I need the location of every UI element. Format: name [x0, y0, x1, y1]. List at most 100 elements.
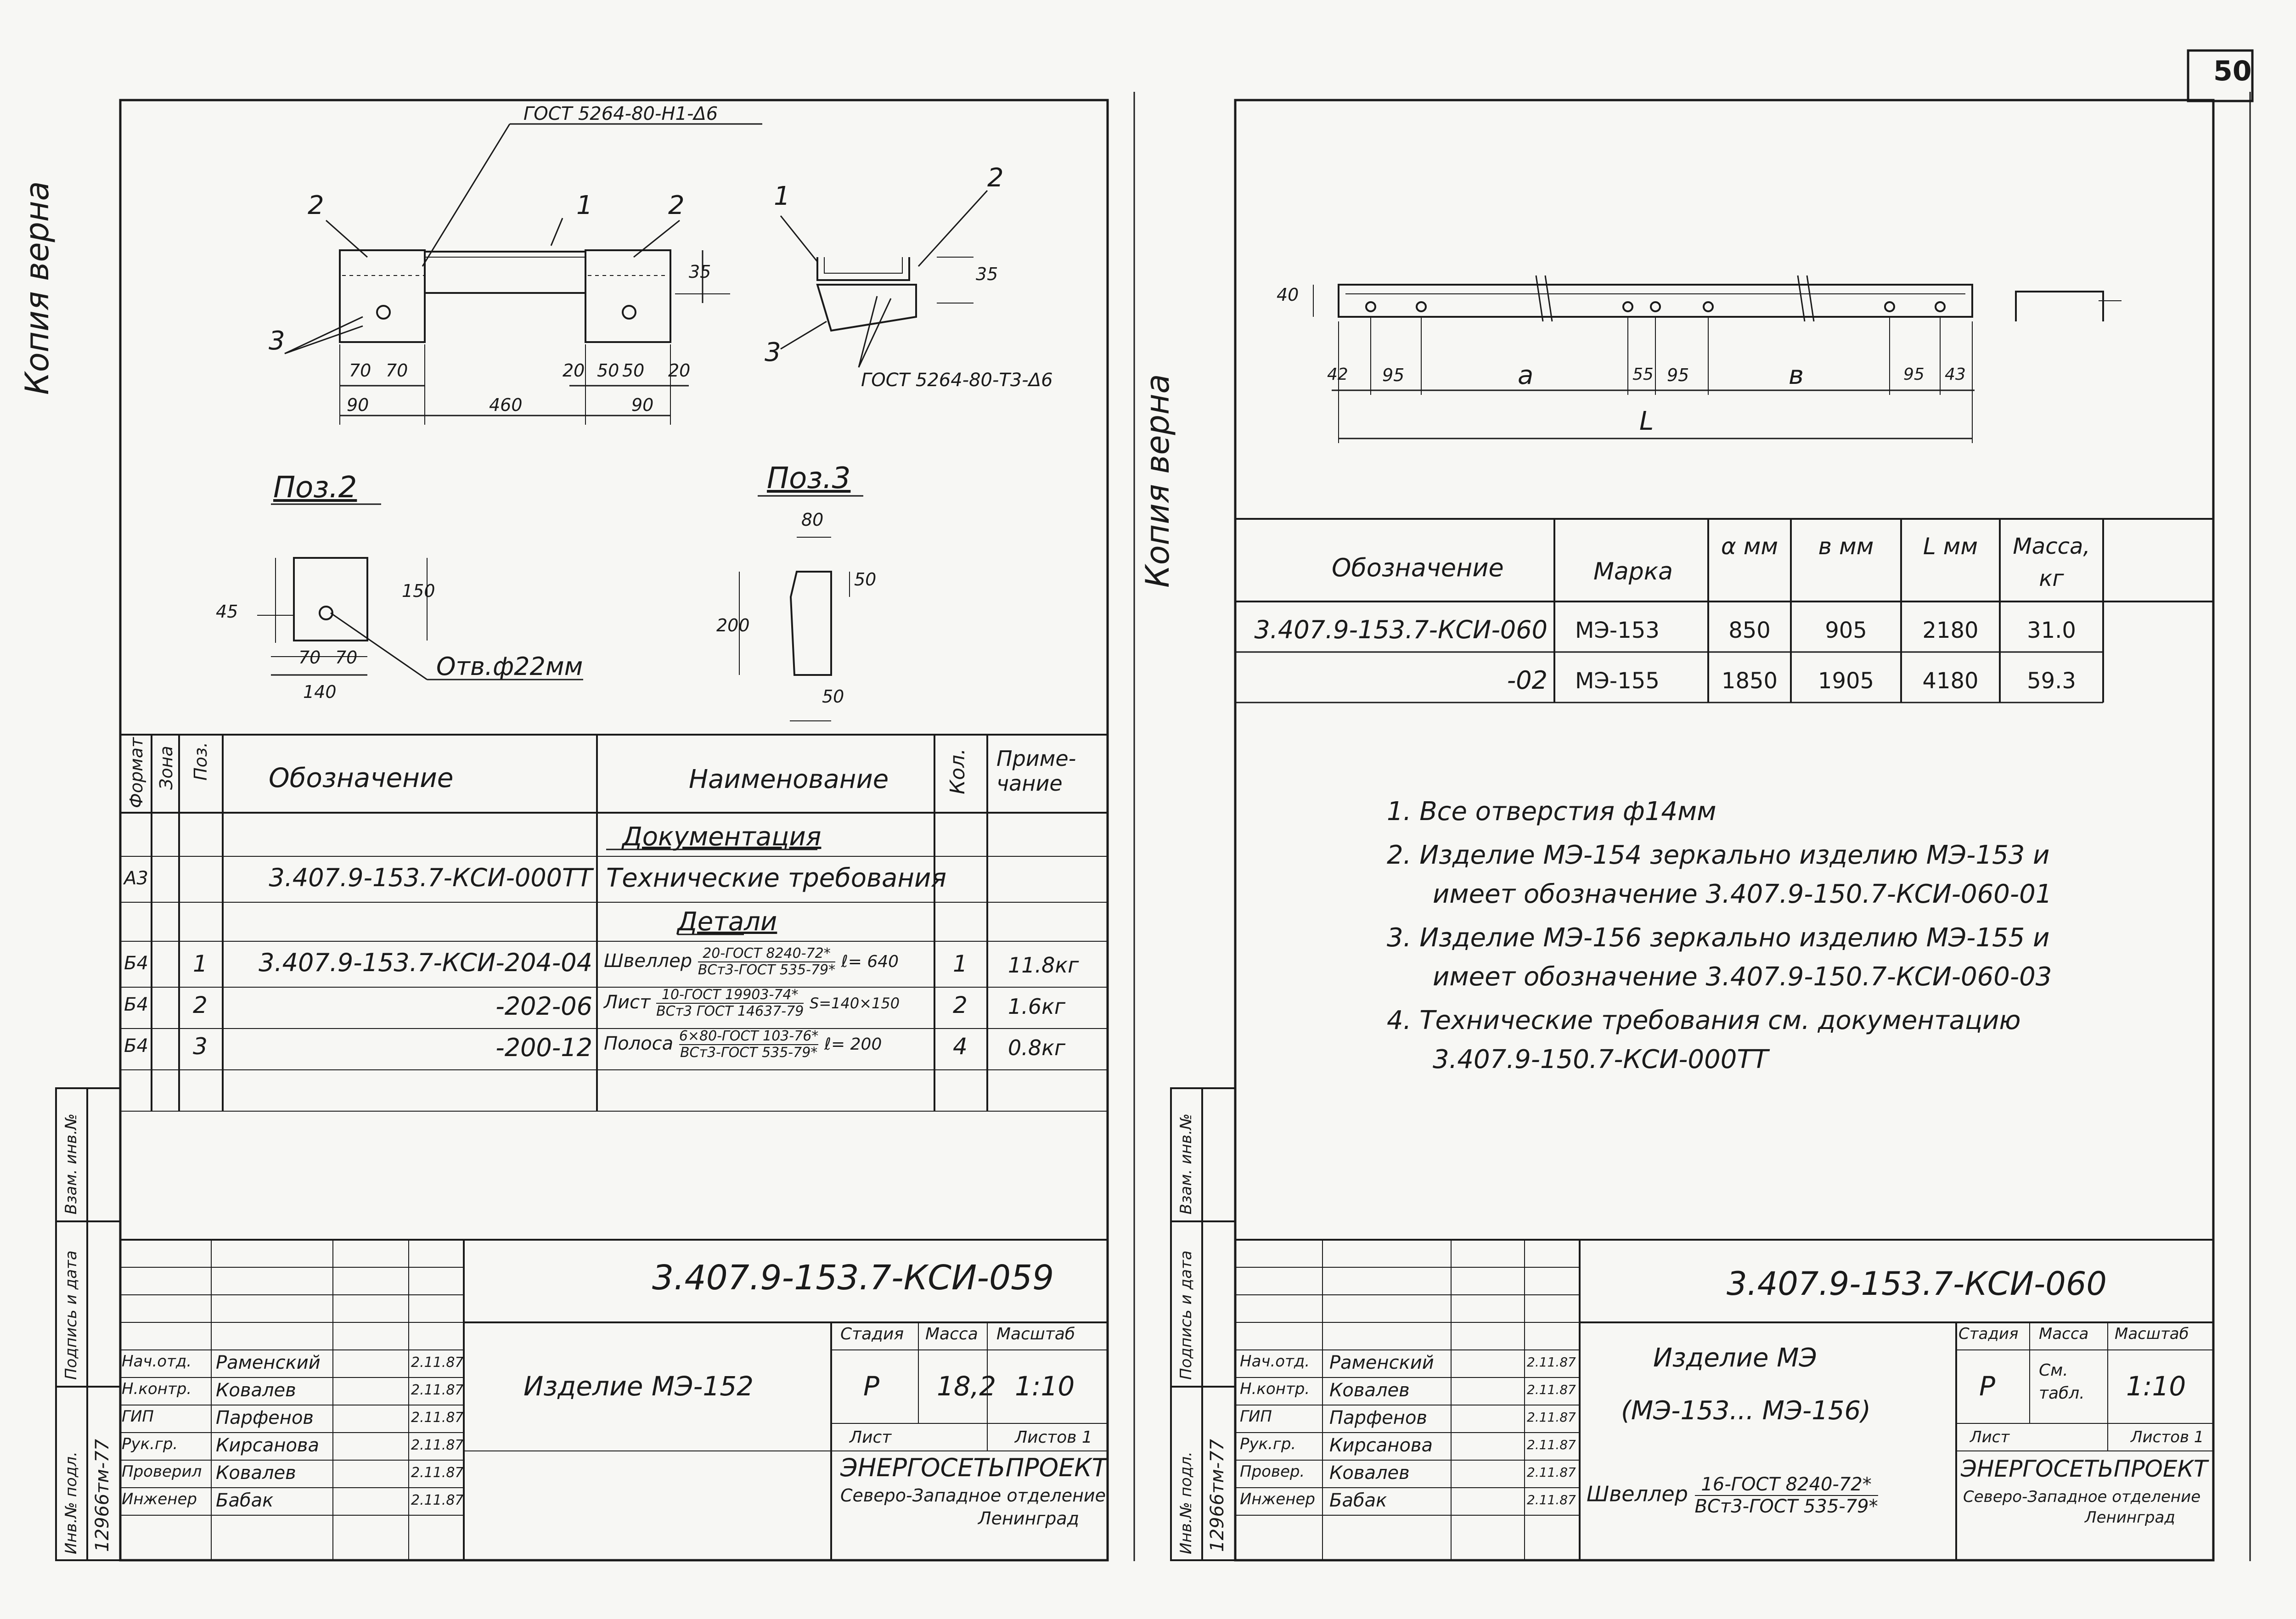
right-note: 2. Изделие МЭ-154 зеркально изделию МЭ-1…	[1387, 840, 2050, 870]
left-pos-label: 2	[308, 191, 324, 220]
right-material-steel: ВСт3-ГОСТ 535-79*	[1694, 1496, 1878, 1517]
right-dim: 40	[1277, 285, 1299, 305]
spec-row-name: Полоса	[604, 1033, 674, 1054]
poz3-dim: 50	[854, 569, 877, 590]
right-note: 3. Изделие МЭ-156 зеркально изделию МЭ-1…	[1387, 923, 2050, 953]
right-signer: Ковалев	[1329, 1462, 1410, 1484]
spec-header-format: Формат	[126, 737, 146, 808]
left-signer: Бабак	[216, 1490, 274, 1511]
spec-row-format: Б4	[124, 994, 148, 1015]
left-dim: 70	[386, 360, 408, 381]
left-doc-code: 3.407.9-153.7-КСИ-059	[652, 1258, 1054, 1298]
right-dim-L: L	[1639, 406, 1654, 436]
right-signer: Парфенов	[1329, 1407, 1427, 1428]
spec-row-item: Полоса 6×80-ГОСТ 103-76*ВСт3-ГОСТ 535-79…	[604, 1029, 882, 1061]
right-sign-date: 2.11.87	[1527, 1382, 1576, 1397]
right-material-spec: 16-ГОСТ 8240-72*ВСт3-ГОСТ 535-79*	[1694, 1474, 1878, 1517]
right-table-cell: МЭ-153	[1575, 618, 1660, 643]
spec-header-note: Приме-чание	[996, 746, 1076, 796]
poz3-dim: 80	[801, 510, 824, 530]
right-note: 4. Технические требования см. документац…	[1387, 1006, 2021, 1035]
spec-row-format: Б4	[124, 1035, 148, 1057]
right-side-replace-label: Взам. инв.№	[1177, 1113, 1195, 1214]
left-copy-stamp: Копия верна	[18, 181, 56, 395]
right-table-header-mass: Масса, кг	[2013, 534, 2090, 591]
right-dim: 95	[1903, 365, 1925, 384]
right-table-header-mark: Марка	[1593, 558, 1673, 585]
right-sign-date: 2.11.87	[1527, 1355, 1576, 1370]
left-poz2-title: Поз.2	[273, 471, 357, 505]
left-poz3-title: Поз.3	[767, 461, 851, 495]
right-signer: Ковалев	[1329, 1380, 1410, 1401]
right-table-cell: -02	[1507, 666, 1548, 695]
left-role: ГИП	[122, 1407, 154, 1426]
left-pos-label: 3	[765, 337, 781, 367]
spec-row-format: Б4	[124, 953, 148, 974]
right-scale-header: Масштаб	[2115, 1325, 2189, 1343]
right-sign-date: 2.11.87	[1527, 1492, 1576, 1507]
right-title-grid	[1235, 1239, 2213, 1560]
right-org-sub: Северо-Западное отделение	[1963, 1488, 2201, 1506]
poz2-dim: 70	[335, 647, 358, 668]
right-dim: 43	[1945, 365, 1966, 384]
poz2-dim: 45	[216, 602, 238, 622]
right-signer: Раменский	[1329, 1352, 1434, 1373]
left-signer: Парфенов	[216, 1407, 314, 1428]
spec-row-name: Лист	[604, 992, 651, 1013]
left-role: Нач.отд.	[122, 1352, 192, 1371]
spec-row-extra: ℓ= 200	[824, 1035, 882, 1054]
right-sign-date: 2.11.87	[1527, 1437, 1576, 1452]
left-dim: 90	[347, 395, 369, 415]
spec-row-pos: 1	[193, 950, 208, 977]
left-title-grid	[120, 1239, 1108, 1560]
right-dim: 95	[1667, 365, 1689, 385]
right-stage-header: Стадия	[1958, 1325, 2019, 1343]
left-pos-label: 1	[774, 181, 790, 211]
material-steel: ВСт3-ГОСТ 535-79*	[698, 962, 836, 978]
right-table-cell: 1905	[1818, 668, 1874, 694]
right-side-sign-label: Подпись и дата	[1177, 1250, 1195, 1380]
right-role: Инженер	[1240, 1490, 1315, 1508]
right-sheet-frame	[1234, 99, 2215, 1562]
right-role: Рук.гр.	[1240, 1435, 1296, 1453]
left-role: Н.контр.	[122, 1380, 192, 1398]
left-inv-number: 12966тм-77	[92, 1439, 113, 1552]
right-product-range: (МЭ-153... МЭ-156)	[1621, 1396, 1871, 1426]
left-dim: 20	[563, 360, 585, 381]
right-note: имеет обозначение 3.407.9-150.7-КСИ-060-…	[1433, 962, 2052, 992]
poz2-dim: 140	[303, 682, 337, 702]
left-org-sub: Северо-Западное отделение	[840, 1485, 1106, 1506]
poz2-dim: 70	[298, 647, 321, 668]
spec-row-pos: 2	[193, 992, 208, 1018]
spec-row-item: Швеллер 20-ГОСТ 8240-72*ВСт3-ГОСТ 535-79…	[604, 946, 899, 978]
spec-row-material: 20-ГОСТ 8240-72*ВСт3-ГОСТ 535-79*	[698, 946, 836, 978]
spec-row-material: 6×80-ГОСТ 103-76*ВСт3-ГОСТ 535-79*	[679, 1029, 819, 1061]
right-table-header-b: в мм	[1818, 533, 1874, 560]
spec-section-parts: Детали	[677, 907, 777, 937]
right-material-profile: 16-ГОСТ 8240-72*	[1694, 1474, 1878, 1496]
left-side-inv-label: Инв.№ подл.	[62, 1451, 80, 1554]
right-role: Провер.	[1240, 1462, 1305, 1481]
spec-section-docs: Документация	[622, 822, 822, 852]
left-spec-grid	[120, 734, 1108, 1112]
right-note: 1. Все отверстия ф14мм	[1387, 797, 1716, 826]
spec-row-item: Лист 10-ГОСТ 19903-74*ВСт3 ГОСТ 14637-79…	[604, 987, 900, 1019]
right-stage: Р	[1979, 1371, 1995, 1402]
right-material-label: Швеллер	[1587, 1481, 1688, 1507]
left-pos-label: 2	[987, 163, 1004, 193]
spec-row-qty: 2	[953, 992, 968, 1018]
right-dim-b: в	[1789, 360, 1804, 390]
spec-row-name: Швеллер	[604, 950, 692, 972]
right-dim: 55	[1632, 365, 1654, 384]
right-dim: 95	[1382, 365, 1405, 385]
left-dim: 20	[668, 360, 691, 381]
right-table-cell: 3.407.9-153.7-КСИ-060	[1254, 615, 1548, 644]
spec-header-qty: Кол.	[946, 748, 969, 794]
left-sign-date: 2.11.87	[411, 1437, 464, 1453]
right-side-strip	[1170, 1087, 1236, 1561]
spec-row-designation: 3.407.9-153.7-КСИ-204-04	[259, 948, 592, 977]
spec-row-qty: 4	[953, 1033, 968, 1060]
material-profile: 20-ГОСТ 8240-72*	[698, 946, 836, 962]
left-stage-header: Стадия	[840, 1325, 904, 1344]
